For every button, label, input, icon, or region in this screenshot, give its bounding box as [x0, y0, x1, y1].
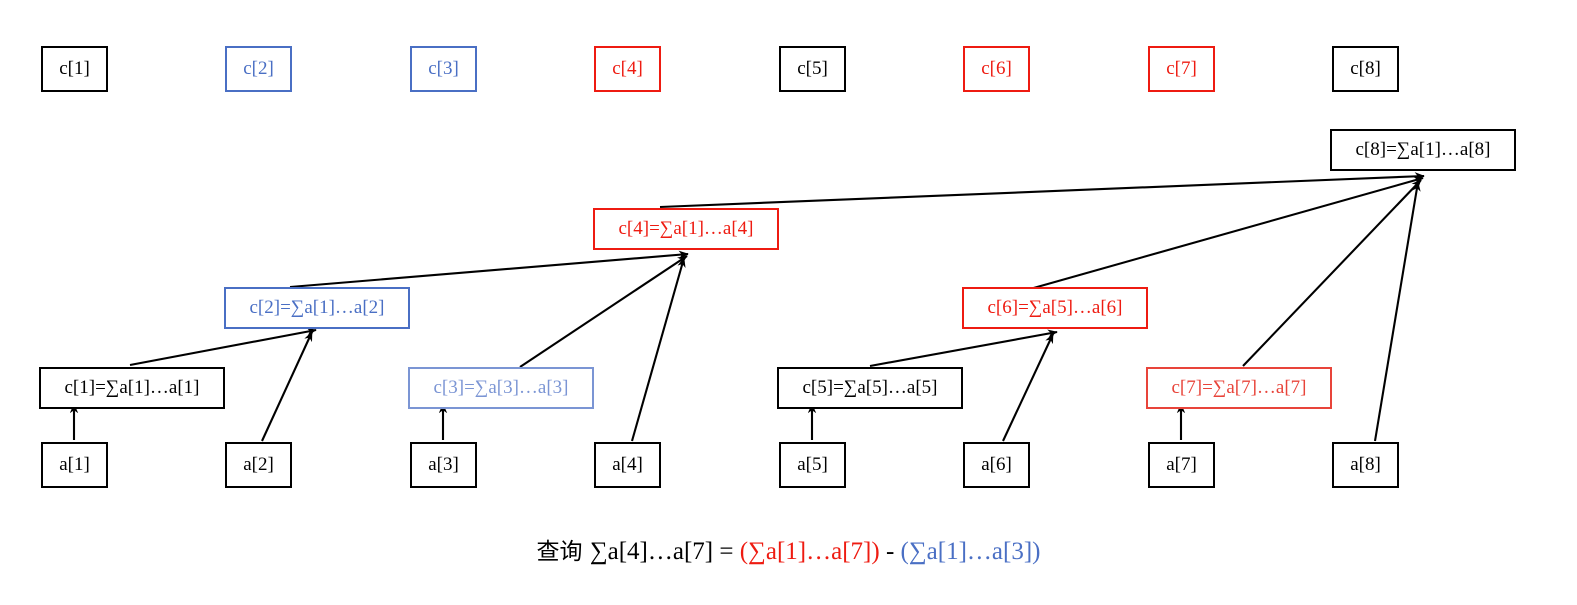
- node-c2[interactable]: c[2]=∑a[1]…a[2]: [224, 287, 410, 329]
- caption-operator: -: [879, 538, 901, 565]
- node-c4[interactable]: c[4]=∑a[1]…a[4]: [593, 208, 779, 250]
- caption-query: ∑a[4]…a[7] =: [589, 538, 740, 565]
- top-box-c1[interactable]: c[1]: [41, 46, 108, 92]
- leaf-box-a8[interactable]: a[8]: [1332, 442, 1399, 488]
- top-box-c4[interactable]: c[4]: [594, 46, 661, 92]
- arrow-a2-to-c2: [261, 331, 313, 442]
- top-box-c3[interactable]: c[3]: [410, 46, 477, 92]
- node-c7[interactable]: c[7]=∑a[7]…a[7]: [1146, 367, 1332, 409]
- caption-prefix: 查询: [536, 539, 590, 565]
- leaf-box-a4[interactable]: a[4]: [594, 442, 661, 488]
- arrow-c3-to-c4: [519, 255, 688, 368]
- node-c1[interactable]: c[1]=∑a[1]…a[1]: [39, 367, 225, 409]
- node-c5[interactable]: c[5]=∑a[5]…a[5]: [777, 367, 963, 409]
- arrow-a8-to-c8: [1373, 181, 1421, 442]
- node-c8[interactable]: c[8]=∑a[1]…a[8]: [1330, 129, 1516, 171]
- leaf-box-a2[interactable]: a[2]: [225, 442, 292, 488]
- caption-minuend: (∑a[1]…a[7]): [739, 538, 880, 565]
- arrow-c5-to-c6: [869, 329, 1058, 368]
- leaf-box-a1[interactable]: a[1]: [41, 442, 108, 488]
- node-c6[interactable]: c[6]=∑a[5]…a[6]: [962, 287, 1148, 329]
- leaf-box-a3[interactable]: a[3]: [410, 442, 477, 488]
- leaf-box-a7[interactable]: a[7]: [1148, 442, 1215, 488]
- arrow-c4-to-c8: [659, 172, 1425, 209]
- caption-subtrahend: (∑a[1]…a[3]): [900, 538, 1041, 565]
- top-box-c6[interactable]: c[6]: [963, 46, 1030, 92]
- arrow-c2-to-c4: [289, 250, 689, 289]
- arrow-c6-to-c8: [1029, 176, 1424, 291]
- arrow-c7-to-c8: [1242, 179, 1422, 367]
- top-box-c2[interactable]: c[2]: [225, 46, 292, 92]
- caption: 查询 ∑a[4]…a[7] = (∑a[1]…a[7]) - (∑a[1]…a[…: [0, 532, 1577, 566]
- leaf-box-a6[interactable]: a[6]: [963, 442, 1030, 488]
- top-box-c7[interactable]: c[7]: [1148, 46, 1215, 92]
- top-box-c5[interactable]: c[5]: [779, 46, 846, 92]
- node-c3[interactable]: c[3]=∑a[3]…a[3]: [408, 367, 594, 409]
- top-box-c8[interactable]: c[8]: [1332, 46, 1399, 92]
- arrow-a4-to-c4: [630, 257, 686, 442]
- arrow-a6-to-c6: [1002, 333, 1054, 442]
- leaf-box-a5[interactable]: a[5]: [779, 442, 846, 488]
- arrow-c1-to-c2: [129, 327, 317, 367]
